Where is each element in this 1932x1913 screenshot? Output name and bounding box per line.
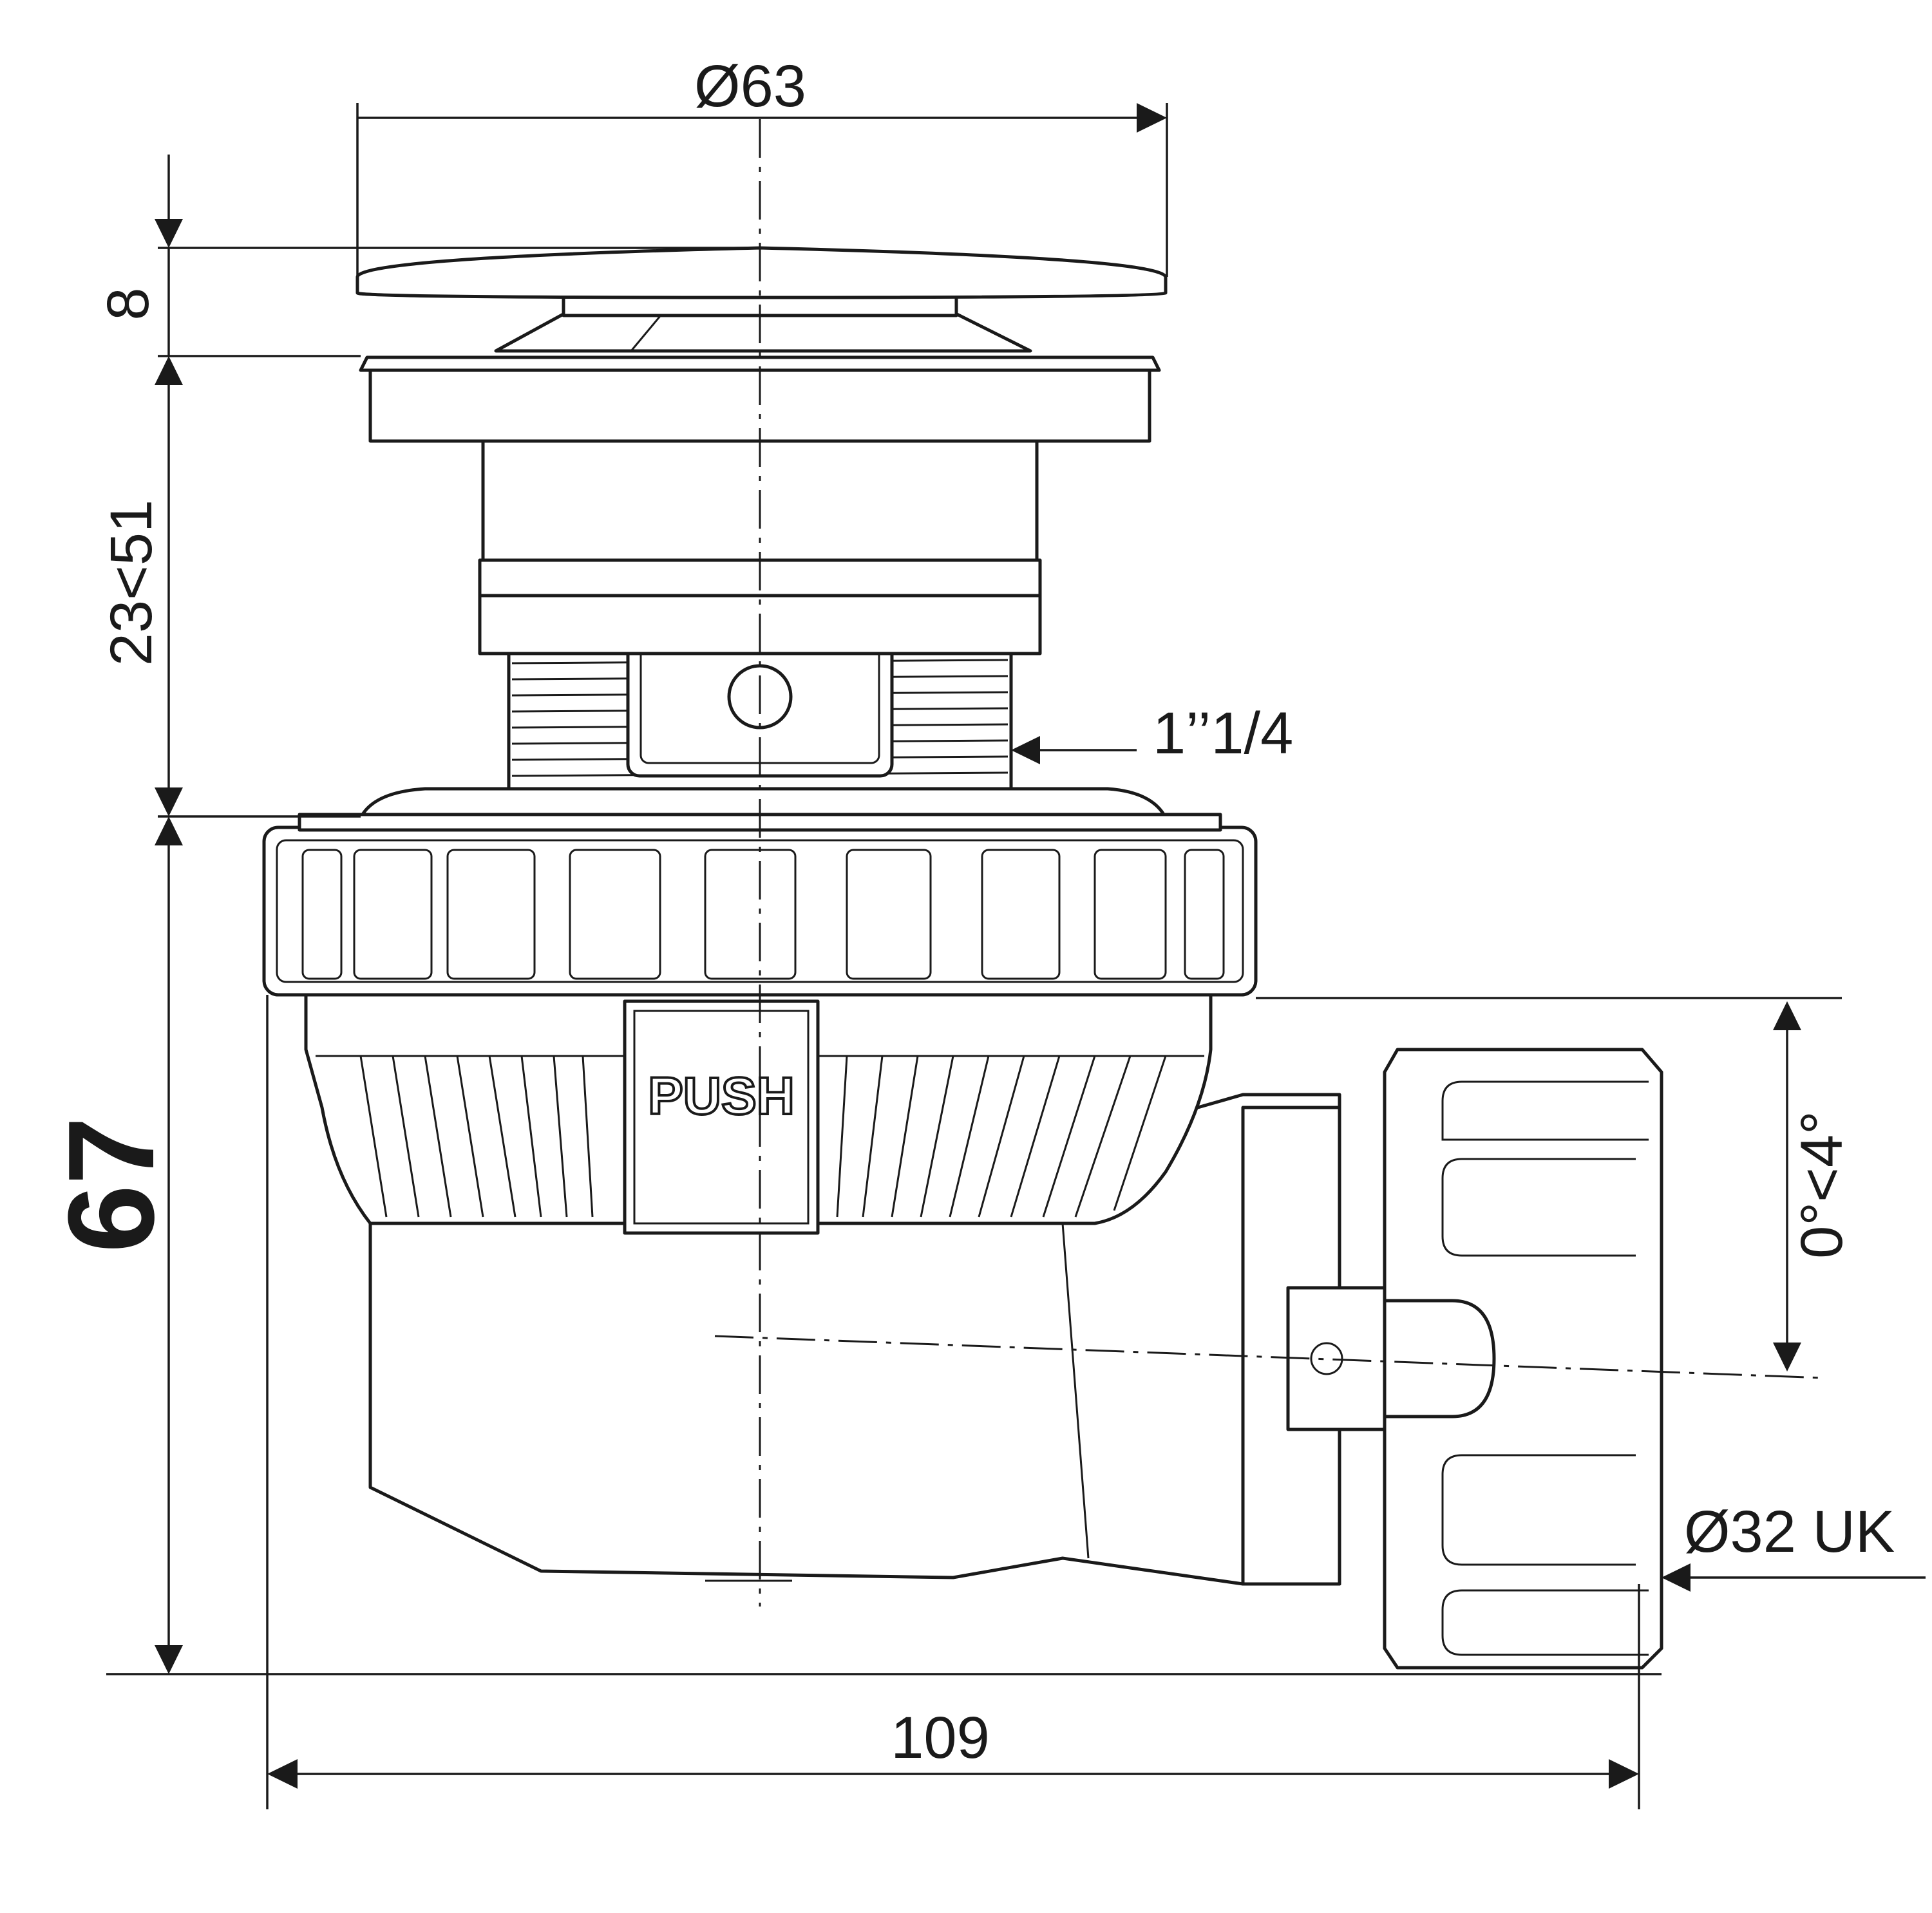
dimension-total-height: 67 [43,816,1662,1675]
outlet-diameter-label: Ø32 UK [1684,1499,1895,1565]
plug-cap [355,246,1168,299]
dimension-total-width: 109 [266,995,1640,1809]
dimension-outlet-diameter: Ø32 UK [1662,1499,1926,1592]
adjust-range-label: 23<51 [99,500,164,666]
skirt-ribs [359,1055,1167,1218]
total-height-label: 67 [43,1117,180,1252]
dimension-outlet-angle: 0°<4° [1256,997,1855,1371]
push-button [623,999,820,1235]
body-seam-line [1061,1223,1090,1559]
locking-nut-inner [276,839,1244,983]
dimension-cap-height: 8 [95,155,760,385]
union-nut-slots [1441,1080,1649,1656]
outlet-union-nut [1383,1048,1663,1670]
outlet-clip-loop [1383,1299,1496,1418]
top-diameter-label: Ø63 [694,53,806,119]
plug-stem [494,310,1032,353]
push-button-inner [633,1010,810,1225]
push-label: PUSH [648,1067,795,1126]
thread-size-label: 1’’1/4 [1153,701,1293,766]
flange-rim [359,355,1161,372]
total-width-label: 109 [891,1705,990,1771]
dimension-thread-size: 1’’1/4 [1011,701,1293,766]
keyhole [1310,1342,1343,1375]
nut-grips [301,849,1225,980]
nut-top-flange [359,787,1168,820]
dimension-adjust-range: 23<51 [99,385,361,818]
dimension-top-diameter: Ø63 [356,53,1168,277]
plug-stem-line [630,312,665,352]
drain-body: PUSH [262,246,1663,1670]
cap-height-label: 8 [95,287,161,320]
outlet-angle-label: 0°<4° [1789,1111,1855,1259]
